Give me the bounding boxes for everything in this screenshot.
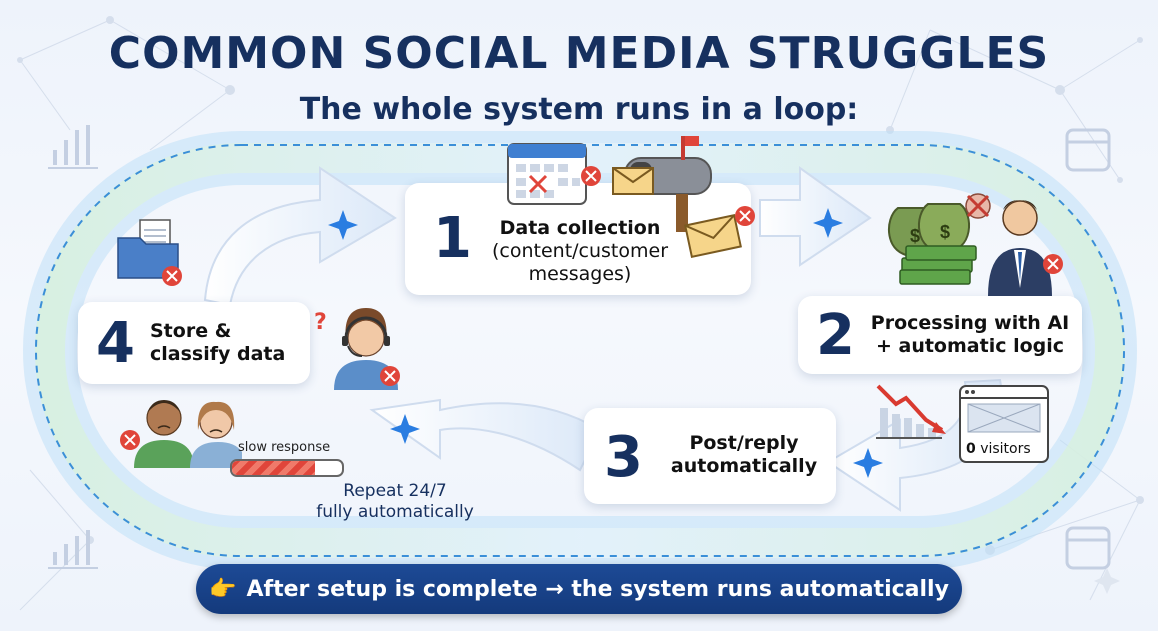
slow-response-label: slow response [238, 440, 331, 455]
slow-response-fill [232, 461, 315, 475]
loop-note: Repeat 24/7 fully automatically [300, 481, 490, 523]
step-1-illustration [507, 136, 755, 259]
bar-chart-icon [48, 125, 98, 569]
visitors-count: 0 [966, 441, 976, 457]
arrow-4-to-1 [203, 166, 397, 307]
folder-icon [117, 219, 182, 286]
step-3-detail: automatically [670, 455, 818, 477]
envelope-icon [612, 167, 755, 259]
page-title: COMMON SOCIAL MEDIA STRUGGLES [108, 28, 1050, 79]
businessman-icon [988, 200, 1063, 296]
step-4-detail: classify data [150, 343, 286, 365]
browser-window-icon [959, 385, 1049, 463]
step-1-detail: (content/customer [491, 240, 669, 262]
step-3-card: 3 Post/reply automatically [584, 408, 836, 504]
visitors-counter: 0 visitors [966, 441, 1046, 457]
crossed-coin-icon [965, 193, 991, 219]
sparkle-icon [328, 208, 883, 478]
slow-response-bar [230, 459, 344, 477]
step-3-title: Post/reply [689, 432, 799, 454]
loop-note-line-1: Repeat 24/7 [343, 481, 447, 501]
step-2-card: 2 Processing with AI + automatic logic [798, 296, 1082, 374]
step-2-title: Processing with AI [870, 312, 1070, 334]
arrow-3-to-4 [369, 398, 602, 472]
question-mark: ? [314, 310, 327, 335]
footer-text: After setup is complete → the system run… [246, 576, 949, 602]
pointing-hand-icon: 👉 [209, 576, 237, 602]
sparkle-icon [1094, 568, 1120, 594]
declining-chart-icon [876, 384, 946, 439]
svg-text:$: $ [940, 222, 950, 242]
calendar-icon [507, 143, 601, 205]
calendar-icon [1065, 128, 1111, 570]
svg-text:$: $ [910, 226, 920, 246]
money-bags-icon: $ $ [887, 203, 977, 285]
step-1-title: Data collection [499, 217, 661, 239]
arrow-1-to-2 [759, 166, 872, 267]
step-4-card: 4 Store & classify data [78, 302, 310, 384]
step-1-number: 1 [433, 206, 472, 271]
step-3-illustration [876, 384, 1049, 463]
step-2-detail: + automatic logic [875, 335, 1065, 357]
visitors-label: visitors [980, 441, 1031, 457]
footer-banner: 👉 After setup is complete → the system r… [196, 564, 962, 614]
sad-people-icon [120, 400, 242, 468]
step-4-title: Store & [150, 320, 232, 342]
step-3-number: 3 [604, 425, 643, 490]
support-agent-icon [334, 308, 400, 390]
step-4-number: 4 [96, 311, 135, 376]
step-2-number: 2 [816, 303, 855, 368]
step-2-illustration: $ $ [887, 193, 1063, 296]
loop-note-line-2: fully automatically [316, 502, 474, 522]
page-subtitle: The whole system runs in a loop: [299, 92, 859, 127]
slow-response-widget: slow response [230, 440, 344, 477]
step-1-detail-2: messages) [528, 263, 632, 285]
